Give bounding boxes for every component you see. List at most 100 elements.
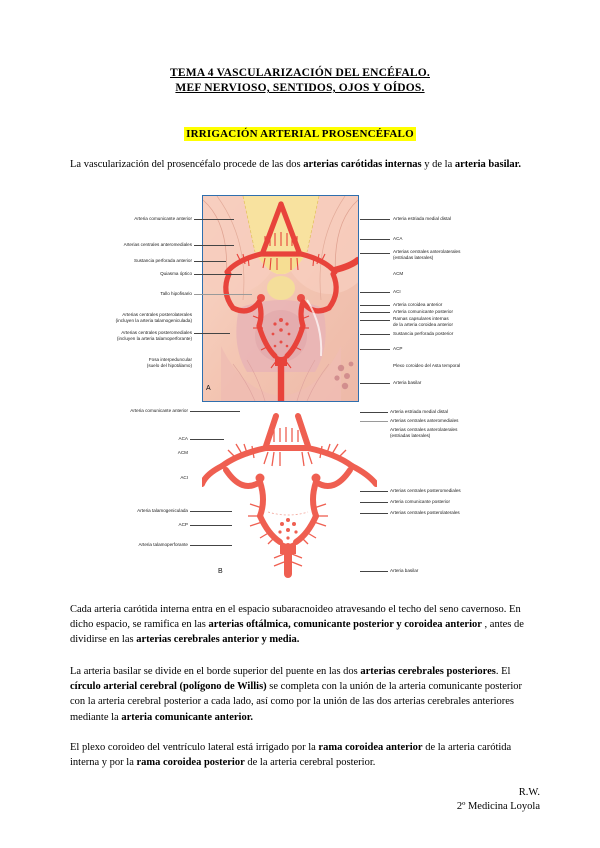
figure-a-label-left-4: Quiasma óptico [160,271,192,276]
basilar-text-1: La arteria basilar se divide en el borde… [70,666,361,677]
figure-a-leader-right-5 [360,291,390,293]
figure-b-leader-left-1 [190,410,240,412]
figure-a-leader-right-12 [360,382,390,384]
circle-of-willis-schematic [202,408,377,578]
figure-b-label-right-4: Arterias centrales posteromediales [390,488,461,493]
footer-course: 2º Medicina Loyola [456,801,540,812]
carotida-bold-1: arterias oftálmica, comunicante posterio… [208,619,482,631]
figure-a-leader-left-7 [194,332,230,334]
basilar-text-2: . El [495,666,511,677]
plexo-text-1: El plexo coroideo del ventrículo lateral… [70,742,319,753]
carotida-text-2: , antes de dividirse en las [70,619,524,646]
figure-b-label-right-1: Arteria estriada medial distal [390,409,448,414]
figure-b-leader-left-6 [190,524,232,526]
basilar-bold-2: círculo arterial cerebral (polígono de W… [70,681,267,693]
figure-b-label-left-3: ACM [177,450,188,455]
figure-b-label-right-7: Arteria basilar [390,568,419,573]
figure-b-label-right-2: Arterias centrales anteromediales [390,418,459,423]
document-title: TEMA 4 VASCULARIZACIÓN DEL ENCÉFALO. MEF… [60,66,540,96]
intro-bold-2: arteria basilar. [454,159,521,170]
figure-a-leader-right-6 [360,304,390,306]
figure-a-label-right-10: ACP [393,346,403,351]
figure-a-label-left-5: Tallo hipofisario [160,291,192,296]
plexo-bold-2: rama coroidea posterior [136,757,245,769]
figure-a-artwork [202,195,359,402]
carotida-bold-2: arterias cerebrales anterior y media. [136,634,300,646]
figure-a-leader-left-5 [194,293,252,295]
figure-a-leader-right-1 [360,218,390,220]
section-heading: IRRIGACIÓN ARTERIAL PROSENCÉFALO [60,124,540,142]
figure-b-label-left-6: ACP [178,522,188,527]
figure-a-label-right-8: Ramas capsulares internas de la arteria … [393,316,454,327]
figure-b-leader-right-7 [360,570,388,572]
figure-a-leader-right-7 [360,311,390,313]
circle-of-willis-illustration [203,196,358,401]
figure-a-leader-left-2 [194,244,234,246]
plexo-bold-1: rama coroidea anterior [318,742,423,753]
plexo-text-2: de la arteria carótida interna y por la [70,742,512,769]
title-line-2: MEF NERVIOSO, SENTIDOS, OJOS Y OÍDOS. [175,82,425,94]
figure-a: Arteria comunicante anterior Arterias ce… [60,195,540,407]
figure-b-label-left-2: ACA [178,436,188,441]
paragraph-basilar: La arteria basilar se divide en el borde… [70,664,532,725]
page-footer: R.W. 2º Medicina Loyola [60,786,540,814]
footer-author: R.W. [518,787,540,798]
figure-a-leader-left-4 [194,273,242,275]
figure-a-label-right-11: Plexo coroideo del Asta temporal [393,363,461,368]
paragraph-carotida: Cada arteria carótida interna entra en e… [70,602,532,648]
figure-b-label-left-5: Arteria talamogeniculada [137,508,188,513]
intro-text-1: La vascularización del prosencéfalo proc… [70,159,304,170]
figure-b-leader-left-2 [190,438,224,440]
figure-a-label-left-6: Arterias centrales posterolaterales (inc… [115,312,192,323]
figure-b-label-left-4: ACI [180,475,188,480]
figure-b-leader-right-6 [360,512,388,514]
figure-a-leader-right-10 [360,348,390,350]
figure-b-label-right-3: Arterias centrales anterolaterales (estr… [390,427,458,438]
figure-a-label-right-7: Arteria comunicante posterior [393,309,454,314]
figure-a-label-left-2: Arterias centrales anteromediales [123,242,192,247]
figure-b-label-right-6: Arterias centrales posterolaterales [390,510,460,515]
section-heading-text: IRRIGACIÓN ARTERIAL PROSENCÉFALO [184,127,416,141]
figure-b-leader-left-7 [190,544,232,546]
paragraph-intro: La vascularización del prosencéfalo proc… [70,157,532,172]
figure-b-leader-right-5 [360,501,388,503]
figure-a-label-right-1: Arteria estriada medial distal [393,216,451,221]
figure-a-label-left-7: Arterias centrales posteromediales (incl… [116,330,192,341]
figure-b-leader-right-2 [360,420,388,422]
figure-a-label-left-8: Fosa interpeduncular (suelo del hipotála… [146,357,192,368]
figure-a-label-right-5: ACI [393,289,401,294]
figure-b-panel-letter: B [218,568,223,575]
figure-a-leader-right-2 [360,238,390,240]
figure-a-label-right-12: Arteria basilar [393,380,422,385]
basilar-bold-3: arteria comunicante anterior. [121,711,254,723]
plexo-text-3: de la arteria cerebral posterior. [244,757,376,769]
figure-a-label-right-6: Arteria coroidea anterior [393,302,443,307]
figure-a-leader-right-9 [360,333,390,335]
figure-a-leader-left-3 [194,260,226,262]
figure-a-label-left-3: Sustancia perforada anterior [134,258,192,263]
intro-bold-1: arterias carótidas internas [303,159,422,170]
figure-a-leader-left-1 [194,218,234,220]
figure-b: Arteria comunicante anterior ACA ACM ACI… [60,408,540,590]
title-line-1: TEMA 4 VASCULARIZACIÓN DEL ENCÉFALO. [170,67,430,79]
figure-a-leader-right-3 [360,252,390,254]
intro-text-2: y de la [421,159,455,170]
paragraph-plexo: El plexo coroideo del ventrículo lateral… [70,740,532,770]
figure-b-label-left-1: Arteria comunicante anterior [130,408,188,413]
figure-b-leader-right-1 [360,411,388,413]
figure-b-leader-left-5 [190,510,232,512]
figure-b-artwork [202,408,377,578]
figure-a-leader-right-8 [360,319,390,321]
figure-a-panel-letter: A [206,385,211,392]
figure-a-label-right-3: Arterias centrales anterolaterales (estr… [393,249,461,260]
figure-a-label-right-2: ACA [393,236,403,241]
figure-a-label-right-4: ACM [393,271,404,276]
basilar-bold-1: arterias cerebrales posteriores [360,666,496,677]
figure-b-leader-right-4 [360,490,388,492]
figure-a-label-right-9: Sustancia perforada posterior [393,331,454,336]
carotida-text-1: Cada arteria carótida interna entra en e… [70,604,521,631]
figure-b-label-right-5: Arteria comunicante posterior [390,499,451,504]
figure-a-label-left-1: Arteria comunicante anterior [134,216,192,221]
basilar-text-3: se completa con la unión de la arteria c… [70,681,523,723]
